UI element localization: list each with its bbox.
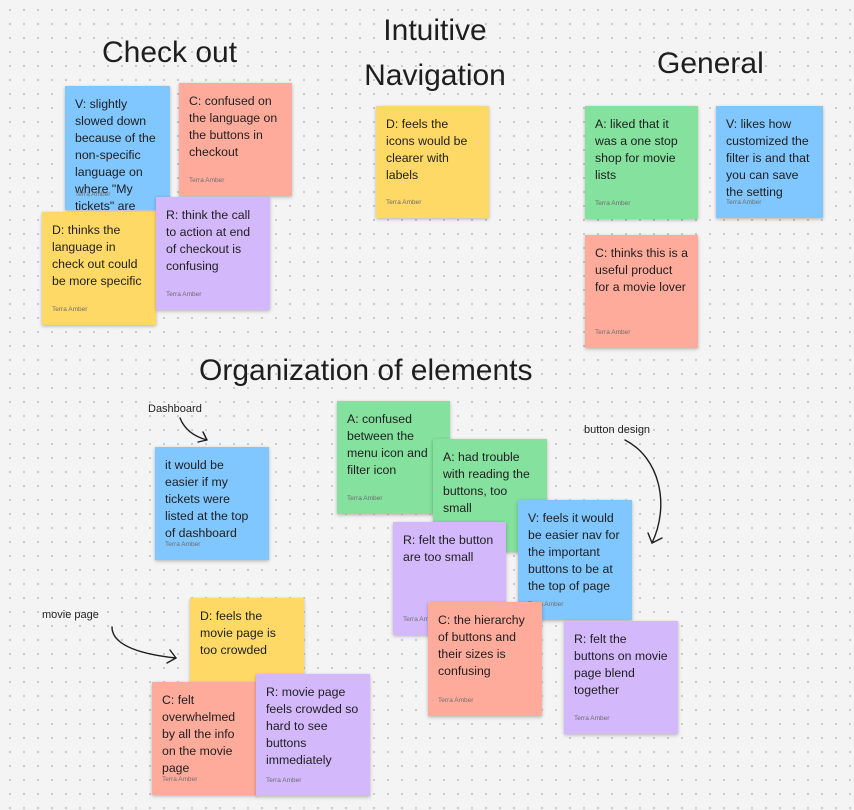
sticky-note-checkout-d[interactable]: D: thinks the language in check out coul… bbox=[42, 212, 156, 325]
note-text: D: feels the movie page is too crowded bbox=[200, 609, 276, 657]
sticky-note-movie-r[interactable]: R: movie page feels crowded so hard to s… bbox=[256, 674, 370, 796]
note-author: Terra Amber bbox=[165, 541, 201, 548]
heading-intuitive-navigation: Intuitive Navigation bbox=[360, 8, 510, 98]
note-text: R: felt the buttons on movie page blend … bbox=[574, 632, 668, 697]
arrow-dashboard bbox=[179, 417, 208, 441]
note-text: V: likes how customized the filter is an… bbox=[726, 117, 810, 199]
sticky-note-checkout-r[interactable]: R: think the call to action at end of ch… bbox=[156, 197, 270, 310]
note-text: R: think the call to action at end of ch… bbox=[166, 208, 251, 273]
note-author: Terra Amber bbox=[52, 306, 88, 313]
sticky-note-movie-c[interactable]: C: felt overwhelmed by all the info on t… bbox=[152, 682, 258, 795]
note-text: V: feels it would be easier nav for the … bbox=[528, 511, 620, 593]
note-author: Terra Amber bbox=[726, 199, 762, 206]
sticky-note-general-c[interactable]: C: thinks this is a useful product for a… bbox=[585, 235, 698, 348]
heading-general: General bbox=[657, 47, 764, 80]
sticky-note-dashboard[interactable]: it would be easier if my tickets were li… bbox=[155, 447, 269, 560]
note-text: D: feels the icons would be clearer with… bbox=[386, 117, 468, 182]
note-author: Terra Amber bbox=[595, 200, 631, 207]
note-author: Terra Amber bbox=[166, 291, 202, 298]
sticky-note-nav-d[interactable]: D: feels the icons would be clearer with… bbox=[376, 106, 489, 218]
sticky-note-button-c[interactable]: C: the hierarchy of buttons and their si… bbox=[428, 602, 542, 716]
note-text: A: had trouble with reading the buttons,… bbox=[443, 450, 530, 515]
heading-intuitive-line1: Intuitive bbox=[383, 14, 487, 47]
sticky-note-checkout-v[interactable]: V: slightly slowed down because of the n… bbox=[65, 86, 170, 213]
note-text: C: confused on the language on the butto… bbox=[189, 94, 278, 159]
note-text: V: slightly slowed down because of the n… bbox=[75, 97, 156, 213]
note-author: Terra Amber bbox=[386, 199, 422, 206]
arrow-dashboard-head bbox=[197, 431, 208, 443]
note-author: Terra Amber bbox=[189, 177, 225, 184]
arrow-movie-page-head bbox=[166, 649, 177, 664]
label-movie-page: movie page bbox=[42, 609, 99, 621]
note-text: R: movie page feels crowded so hard to s… bbox=[266, 685, 359, 767]
note-author: Terra Amber bbox=[595, 329, 631, 336]
note-author: Terra Amber bbox=[403, 616, 439, 623]
note-text: R: felt the button are too small bbox=[403, 533, 494, 564]
note-author: Terra Amber bbox=[266, 777, 302, 784]
arrow-button-design-head bbox=[647, 532, 663, 544]
label-dashboard: Dashboard bbox=[148, 403, 202, 415]
note-text: C: the hierarchy of buttons and their si… bbox=[438, 613, 525, 678]
sticky-note-checkout-c[interactable]: C: confused on the language on the butto… bbox=[179, 83, 292, 196]
sticky-note-button-v[interactable]: V: feels it would be easier nav for the … bbox=[518, 500, 632, 620]
heading-intuitive-line2: Navigation bbox=[364, 59, 506, 92]
note-text: C: thinks this is a useful product for a… bbox=[595, 246, 688, 294]
note-author: Terra Amber bbox=[438, 697, 474, 704]
note-text: it would be easier if my tickets were li… bbox=[165, 458, 249, 540]
note-author: Terra Amber bbox=[75, 191, 111, 198]
sticky-note-button-a1[interactable]: A: confused between the menu icon and fi… bbox=[337, 401, 450, 514]
note-text: A: confused between the menu icon and fi… bbox=[347, 412, 428, 477]
note-author: Terra Amber bbox=[162, 776, 198, 783]
label-button-design: button design bbox=[584, 424, 651, 436]
note-author: Terra Amber bbox=[574, 715, 610, 722]
note-text: D: thinks the language in check out coul… bbox=[52, 223, 142, 288]
note-author: Terra Amber bbox=[347, 495, 383, 502]
note-text: A: liked that it was a one stop shop for… bbox=[595, 117, 678, 182]
sticky-note-general-v[interactable]: V: likes how customized the filter is an… bbox=[716, 106, 823, 218]
heading-organization-of-elements: Organization of elements bbox=[199, 354, 533, 387]
arrow-movie-page bbox=[111, 626, 177, 659]
sticky-note-general-a[interactable]: A: liked that it was a one stop shop for… bbox=[585, 106, 698, 219]
note-text: C: felt overwhelmed by all the info on t… bbox=[162, 693, 236, 775]
note-author: Terra Amber bbox=[528, 601, 564, 608]
heading-check-out: Check out bbox=[102, 36, 238, 69]
sticky-note-button-r2[interactable]: R: felt the buttons on movie page blend … bbox=[564, 621, 678, 734]
